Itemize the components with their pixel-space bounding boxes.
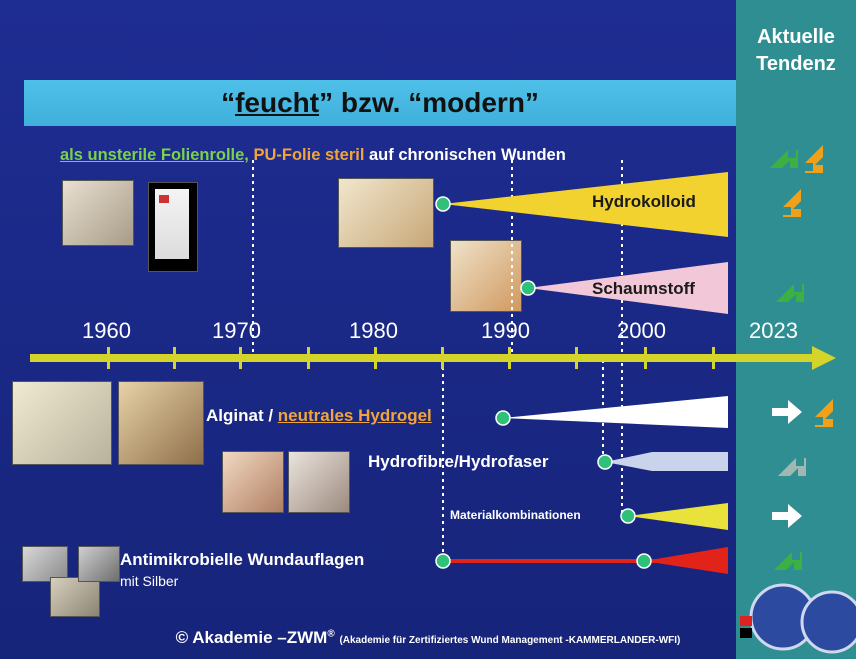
timeline-axis — [30, 354, 820, 362]
swiss-flag-icon — [740, 616, 752, 626]
alginat-wedge — [503, 396, 728, 428]
tick-2005 — [712, 347, 715, 369]
photo-hydrofaser-2 — [288, 451, 350, 513]
trend-green-up-arrow-icon — [776, 284, 804, 302]
tick-1990 — [508, 347, 511, 369]
tick-1960 — [107, 347, 110, 369]
footer-detail: (Akademie für Zertifiziertes Wund Manage… — [339, 635, 681, 646]
tick-2000 — [644, 347, 647, 369]
photo-silber-1 — [22, 546, 68, 582]
photo-alginat-1 — [12, 381, 112, 465]
timeline-arrowhead — [812, 346, 836, 370]
photo-hydrokolloid — [338, 178, 434, 248]
footer: © Akademie –ZWM® (Akademie für Zertifizi… — [0, 628, 856, 648]
subheading: als unsterile Folienrolle, PU-Folie ster… — [60, 146, 566, 165]
banner-title: “feucht” bzw. “modern” — [24, 80, 736, 126]
tick-1995 — [575, 347, 578, 369]
tick-1970 — [239, 347, 242, 369]
year-2000: 2000 — [617, 318, 666, 343]
label-hydrokolloid: Hydrokolloid — [592, 192, 696, 211]
label-antimikrobiell: Antimikrobielle Wundauflagen — [120, 550, 365, 569]
markers — [435, 196, 652, 569]
trend-green-arrow-icon — [770, 150, 798, 168]
year-1990: 1990 — [481, 318, 530, 343]
tick-1985 — [441, 347, 444, 369]
photo-schaumstoff — [450, 240, 522, 312]
label-alginat-prefix: Alginat / — [206, 406, 278, 425]
subheading-chronisch: auf chronischen Wunden — [364, 146, 566, 164]
timeline-ticks — [107, 347, 715, 369]
wfi-seal-icon — [800, 590, 856, 654]
marker-antimikro-start — [435, 553, 451, 569]
tick-1980 — [374, 347, 377, 369]
footer-reg: ® — [327, 628, 335, 640]
trend-orange-down-arrow-icon — [783, 189, 801, 217]
trend-orange-down-arrow-2-icon — [815, 399, 833, 427]
footer-brand: © Akademie –ZWM — [175, 628, 328, 647]
marker-alginat — [495, 410, 511, 426]
trend-grey-arrow-icon — [778, 458, 806, 476]
label-materialkombinationen: Materialkombinationen — [450, 508, 581, 522]
tendency-title: Aktuelle Tendenz — [756, 26, 836, 75]
label-silber: mit Silber — [120, 573, 179, 589]
tendency-column — [736, 0, 856, 659]
hydrokolloid-wedge — [443, 172, 728, 237]
marker-schaumstoff — [520, 280, 536, 296]
trend-icons — [770, 145, 833, 570]
hydrofibre-wedge — [605, 452, 728, 471]
antimikro-wedge — [644, 547, 728, 574]
year-1970: 1970 — [212, 318, 261, 343]
photo-pu-folie — [148, 182, 198, 272]
subheading-pu-folie: PU-Folie steril — [248, 146, 365, 164]
tick-1975 — [307, 347, 310, 369]
marker-antimikro-silber — [636, 553, 652, 569]
schaumstoff-wedge — [528, 262, 728, 314]
material-wedge — [628, 503, 728, 530]
marker-hydrokolloid — [435, 196, 451, 212]
tick-1965 — [173, 347, 176, 369]
trend-white-right-arrow-2-icon — [772, 504, 802, 528]
trend-white-right-arrow-icon — [772, 400, 802, 424]
label-hydrofibre: Hydrofibre/Hydrofaser — [368, 452, 549, 471]
trend-orange-arrow-icon — [805, 145, 823, 173]
photo-silber-2 — [50, 577, 100, 617]
label-schaumstoff: Schaumstoff — [592, 279, 695, 298]
banner-word-feucht: feucht — [235, 87, 320, 118]
label-hydrogel: neutrales Hydrogel — [277, 406, 432, 425]
marker-material — [620, 508, 636, 524]
banner-rest: ” bzw. “modern” — [319, 87, 539, 118]
title-banner — [24, 80, 736, 126]
year-2023: 2023 — [749, 318, 798, 343]
german-flag-icon — [740, 628, 752, 638]
year-1960: 1960 — [82, 318, 131, 343]
photo-folienrolle — [62, 180, 134, 246]
photo-hydrofaser-1 — [222, 451, 284, 513]
photo-alginat-2 — [118, 381, 204, 465]
subheading-folienrolle: als unsterile Folienrolle, — [60, 146, 249, 164]
trend-green-up-arrow-2-icon — [774, 552, 802, 570]
banner-open-quote: “ — [221, 87, 236, 118]
year-1980: 1980 — [349, 318, 398, 343]
photo-silber-3 — [78, 546, 120, 582]
label-alginat: Alginat / neutrales Hydrogel — [206, 406, 432, 426]
marker-hydrofibre — [597, 454, 613, 470]
